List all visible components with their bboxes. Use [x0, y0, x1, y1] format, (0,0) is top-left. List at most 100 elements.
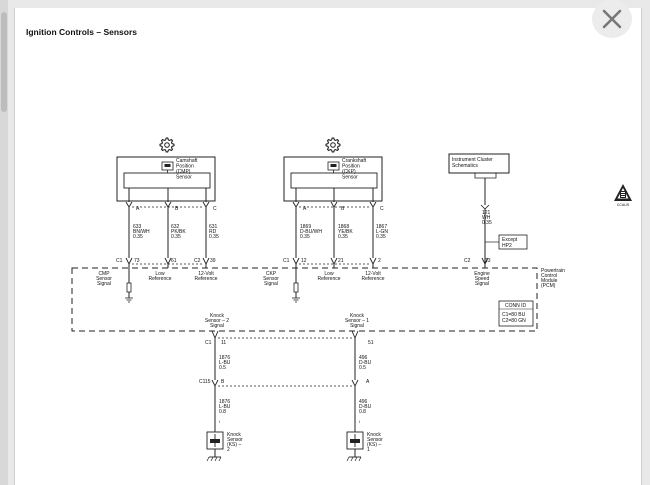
pcm-name: Powertrain Control Module (PCM) [541, 268, 565, 289]
knock-connectors: C1 11 51 [205, 330, 374, 346]
pin-label: I [359, 419, 360, 424]
pin-label: C [213, 206, 217, 212]
ckp-sensor: Crankshaft Position (CKP) Sensor [283, 156, 383, 202]
svg-text:Except: Except [502, 237, 518, 243]
cluster-label: Schematics [452, 163, 478, 169]
signal-label: 12-Volt [365, 271, 381, 277]
svg-text:(KS) –: (KS) – [227, 442, 241, 448]
sensor-label: Camshaft [176, 158, 198, 164]
svg-text:HP2: HP2 [502, 243, 512, 249]
pin-number: 2 [378, 258, 381, 264]
knock-sensor-1: Knock Sensor (KS) – 1 [346, 431, 383, 462]
wire-color: YE/BK [338, 229, 353, 235]
ground-symbol [292, 268, 300, 303]
wire-color: D-BU/WH [300, 229, 322, 235]
wire-gauge: 0.5 [359, 365, 366, 371]
pin-number: 51 [368, 340, 374, 346]
wire-color: PK/BK [171, 229, 186, 235]
document-page [14, 8, 642, 485]
knock-sensor-2: Knock Sensor (KS) – 2 [206, 431, 243, 462]
gear-icon [159, 137, 175, 153]
wire-gauge: 0.35 [338, 234, 348, 240]
svg-text:Knock: Knock [227, 432, 241, 438]
sensor-label: Position [342, 164, 360, 170]
wire-circuit: 1867 [376, 224, 387, 230]
svg-text:(KS) –: (KS) – [367, 442, 381, 448]
signal-label: Signal [210, 323, 224, 329]
signal-label: Reference [317, 276, 340, 282]
cluster-label: Instrument Cluster [452, 157, 493, 163]
svg-text:Powertrain: Powertrain [541, 268, 565, 274]
pin-label: A [136, 206, 140, 212]
wire-color: D-BU [359, 360, 372, 366]
signal-label: Reference [148, 276, 171, 282]
signal-label: Speed [475, 276, 490, 282]
splice-connector: C115 B A [199, 379, 370, 388]
pcm-box [71, 267, 538, 332]
pin-label: I [219, 419, 220, 424]
caution-icon[interactable]: CCAUS [614, 184, 632, 207]
wire-circuit: 631 [209, 224, 218, 230]
svg-text:CCAUS: CCAUS [617, 203, 630, 207]
svg-text:Sensor: Sensor [367, 437, 383, 443]
signal-label: Sensor [96, 276, 112, 282]
pin-number: 12 [301, 258, 307, 264]
scrollbar-thumb[interactable] [1, 12, 7, 112]
instrument-cluster-box[interactable]: Instrument Cluster Schematics [448, 153, 510, 210]
pin-number: 11 [221, 340, 226, 346]
signal-label: CMP [98, 271, 110, 277]
svg-text:A: A [366, 379, 370, 385]
wire-gauge: 0.35 [376, 234, 386, 240]
except-note: Except HP2 [485, 234, 528, 250]
pin-number: 61 [171, 258, 177, 264]
signal-label: Reference [361, 276, 384, 282]
scrollbar[interactable] [0, 0, 8, 485]
pin-number: 13 [485, 258, 491, 264]
wire-color: L-BU [219, 360, 231, 366]
svg-text:(PCM): (PCM) [541, 283, 556, 289]
svg-text:2: 2 [227, 447, 230, 453]
wire-color: D-BU [359, 404, 372, 410]
wire-color: L-BU [219, 404, 231, 410]
svg-text:C1=80 BU: C1=80 BU [502, 312, 526, 318]
pin-label: C [380, 206, 384, 212]
wire-color: WH [482, 215, 491, 221]
signal-label: Signal [475, 281, 489, 287]
gear-icon [325, 137, 341, 153]
svg-text:Module: Module [541, 278, 558, 284]
close-button[interactable] [592, 0, 632, 38]
wire-gauge: 0.8 [219, 409, 226, 415]
wire-color: BN/WH [133, 229, 150, 235]
sensor-label: Position [176, 164, 194, 170]
signal-label: Signal [264, 281, 278, 287]
svg-text:C2=80 GN: C2=80 GN [502, 318, 526, 324]
sensor-label: Sensor [342, 175, 358, 181]
wire-gauge: 0.35 [133, 234, 143, 240]
conn-id-box: CONN ID C1=80 BU C2=80 GN [498, 300, 534, 327]
signal-label: 12-Volt [198, 271, 214, 277]
signal-label: Signal [97, 281, 111, 287]
page-title: Ignition Controls – Sensors [26, 27, 137, 37]
signal-label: Low [324, 271, 334, 277]
connector-label: C1 [205, 340, 212, 346]
pin-number: 39 [210, 258, 216, 264]
wire-gauge: 0.35 [300, 234, 310, 240]
pin-label: A [303, 206, 307, 212]
svg-text:Control: Control [541, 273, 557, 279]
svg-text:CONN ID: CONN ID [505, 303, 527, 309]
wire-circuit: 496 [359, 399, 368, 405]
signal-label: Low [155, 271, 165, 277]
wire-gauge: 0.35 [171, 234, 181, 240]
signal-label: Knock [350, 313, 364, 319]
signal-label: Reference [194, 276, 217, 282]
signal-label: CKP [266, 271, 277, 277]
wire-gauge: 0.35 [209, 234, 219, 240]
sensor-label: (CMP) [176, 169, 191, 175]
signal-label: Engine [474, 271, 490, 277]
wire-gauge: 0.35 [482, 220, 492, 226]
cmp-wiring [125, 188, 210, 268]
connector-label: C2 [464, 258, 471, 264]
wire-circuit: 632 [171, 224, 180, 230]
